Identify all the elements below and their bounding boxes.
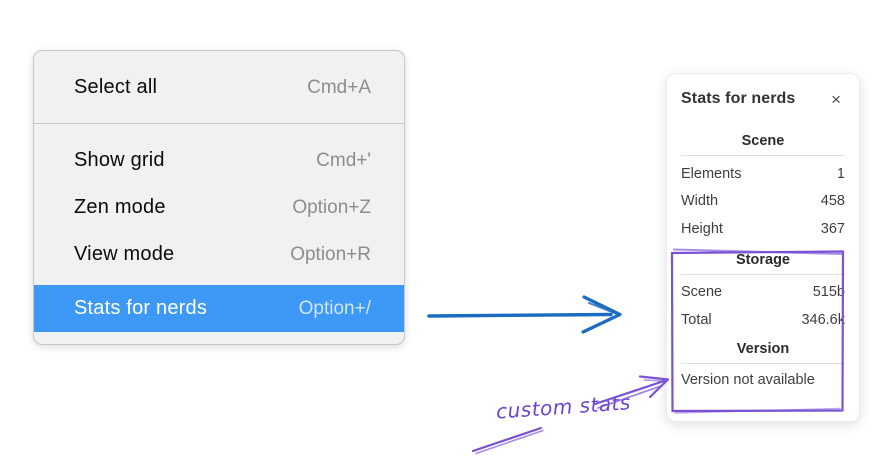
menu-item-show-grid[interactable]: Show grid Cmd+' (34, 137, 404, 184)
stat-label: Total (681, 311, 712, 328)
section-divider (681, 273, 845, 275)
stat-label: Scene (681, 284, 723, 301)
section-divider (681, 362, 845, 364)
stat-row-height: Height 367 (681, 215, 845, 243)
stat-value: 1 (836, 165, 845, 182)
menu-item-label: View mode (74, 243, 175, 265)
stat-label: Width (681, 193, 719, 210)
menu-item-shortcut: Option+/ (298, 297, 371, 319)
menu-item-zen-mode[interactable]: Zen mode Option+Z (34, 184, 404, 231)
stats-panel: Stats for nerds × Scene Elements 1 Width… (666, 73, 860, 422)
stats-panel-header: Stats for nerds × (681, 87, 845, 111)
stat-label: Height (681, 220, 723, 237)
stat-value: 515b (812, 284, 845, 301)
menu-item-shortcut: Cmd+A (307, 76, 371, 98)
stat-row-total-size: Total 346.6k (681, 306, 845, 334)
menu-divider (34, 123, 404, 124)
menu-item-label: Show grid (74, 149, 165, 171)
section-heading: Storage (736, 251, 790, 268)
stats-panel-title: Stats for nerds (681, 90, 796, 107)
menu-item-label: Select all (74, 76, 158, 98)
stat-value: 458 (820, 193, 845, 210)
version-note: Version not available (681, 371, 815, 388)
annotation-underline-stroke (471, 426, 544, 455)
close-icon[interactable]: × (831, 89, 841, 109)
stat-value: 367 (820, 220, 845, 237)
section-scene: Scene Elements 1 Width 458 Height 367 (681, 133, 845, 243)
menu-item-label: Zen mode (74, 196, 166, 218)
menu-item-label: Stats for nerds (74, 297, 208, 319)
stat-row-scene-size: Scene 515b (681, 279, 845, 307)
menu-item-select-all[interactable]: Select all Cmd+A (34, 64, 404, 111)
menu-item-shortcut: Option+R (290, 243, 371, 265)
right-arrow-icon (427, 295, 622, 334)
section-version: Version Version not available (681, 341, 845, 388)
section-heading: Version (736, 340, 790, 357)
section-heading: Scene (741, 133, 785, 149)
stat-row-width: Width 458 (681, 188, 845, 216)
custom-stats-annotation-label: custom stats (495, 390, 632, 424)
stat-row-elements: Elements 1 (681, 160, 845, 188)
menu-item-shortcut: Option+Z (292, 196, 371, 218)
menu-item-shortcut: Cmd+' (316, 149, 371, 171)
stat-label: Elements (681, 165, 742, 182)
menu-item-stats-for-nerds[interactable]: Stats for nerds Option+/ (34, 285, 404, 332)
menu-item-view-mode[interactable]: View mode Option+R (34, 231, 404, 278)
stat-value: 346.6k (801, 311, 845, 328)
context-menu: Select all Cmd+A Show grid Cmd+' Zen mod… (33, 50, 405, 345)
section-divider (681, 155, 845, 156)
section-storage: Storage Scene 515b Total 346.6k (681, 252, 845, 334)
